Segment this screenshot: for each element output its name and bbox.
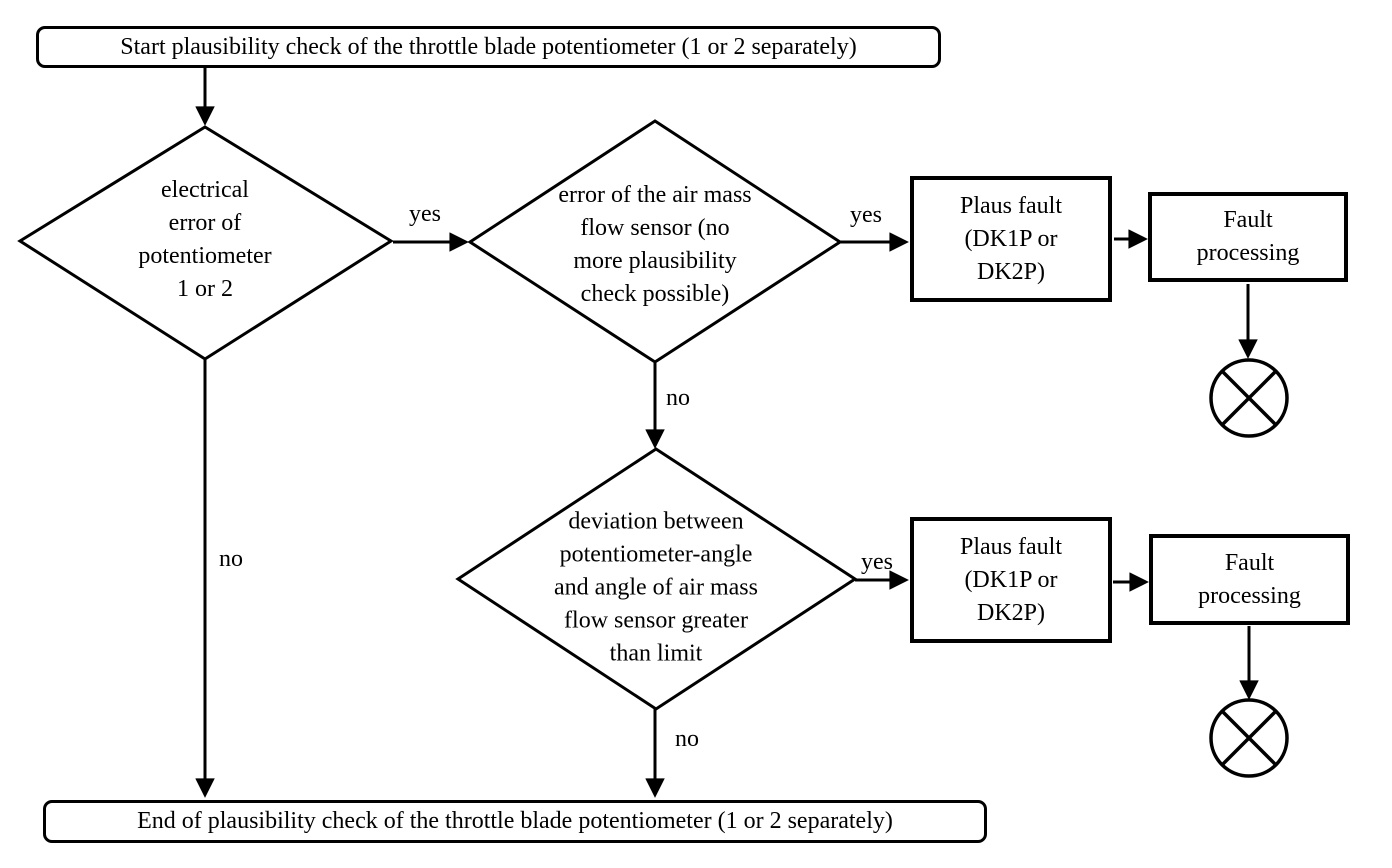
edge-label-no-1: no (219, 546, 243, 572)
plaus-fault-node-2: Plaus fault (DK1P or DK2P) (910, 517, 1112, 643)
edge-label-yes-1: yes (409, 201, 441, 227)
edge-label-yes-3: yes (861, 549, 893, 575)
terminator-2 (1209, 698, 1289, 778)
decision-3-label: deviation between potentiometer-angle an… (554, 508, 758, 667)
plaus-fault-node-1: Plaus fault (DK1P or DK2P) (910, 176, 1112, 302)
edge-label-yes-2: yes (850, 202, 882, 228)
start-node: Start plausibility check of the throttle… (36, 26, 941, 68)
decision-2-label: error of the air mass flow sensor (no mo… (558, 182, 752, 307)
terminator-1 (1209, 358, 1289, 438)
terminator-1-x-line (1220, 369, 1278, 427)
end-node: End of plausibility check of the throttl… (43, 800, 987, 843)
decision-diamond-air-mass-error (467, 119, 843, 364)
edge-label-no-2: no (666, 385, 690, 411)
edge-label-no-3: no (675, 726, 699, 752)
decision-1-label: electrical error of potentiometer 1 or 2 (138, 177, 272, 302)
fault-processing-node-1: Fault processing (1148, 192, 1348, 282)
fault-processing-node-2: Fault processing (1149, 534, 1350, 625)
terminator-2-x-line (1220, 709, 1278, 767)
